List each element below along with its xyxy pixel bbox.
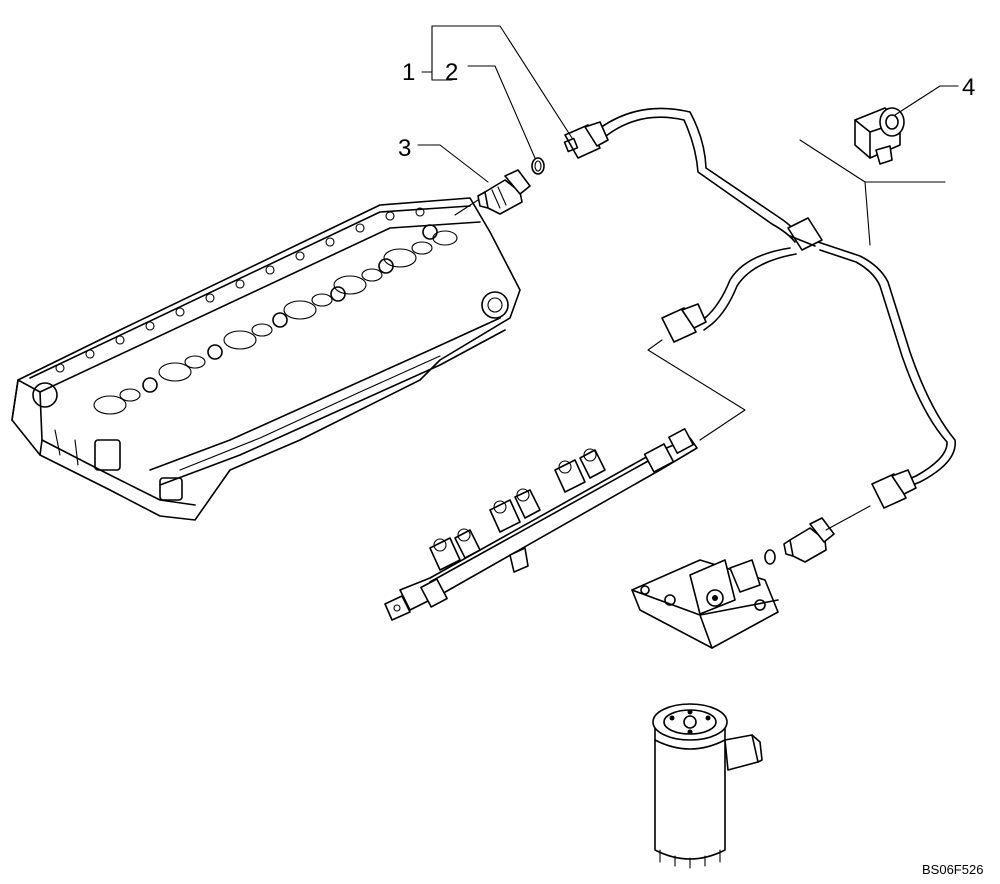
connector-rail — [661, 303, 707, 343]
cylinder-head — [11, 197, 521, 521]
fuel-filter-cartridge — [652, 703, 763, 869]
sensor-part-4 — [854, 107, 905, 165]
callout-3: 3 — [398, 135, 411, 162]
harness-wire — [599, 107, 956, 489]
common-rail — [384, 428, 698, 621]
callout-1: 1 — [402, 59, 415, 86]
connector-top — [563, 121, 609, 159]
callout-4: 4 — [962, 74, 975, 101]
o-ring-part-2 — [531, 157, 545, 175]
sensor-filter-head — [783, 517, 835, 563]
callout-2: 2 — [445, 59, 458, 86]
o-ring-filter — [764, 549, 776, 565]
fuel-filter-head — [631, 559, 779, 649]
leader-lines — [417, 25, 959, 531]
figure-reference: BS06F526 — [922, 862, 983, 877]
sensor-part-3 — [477, 169, 531, 215]
connector-filter — [871, 469, 917, 509]
